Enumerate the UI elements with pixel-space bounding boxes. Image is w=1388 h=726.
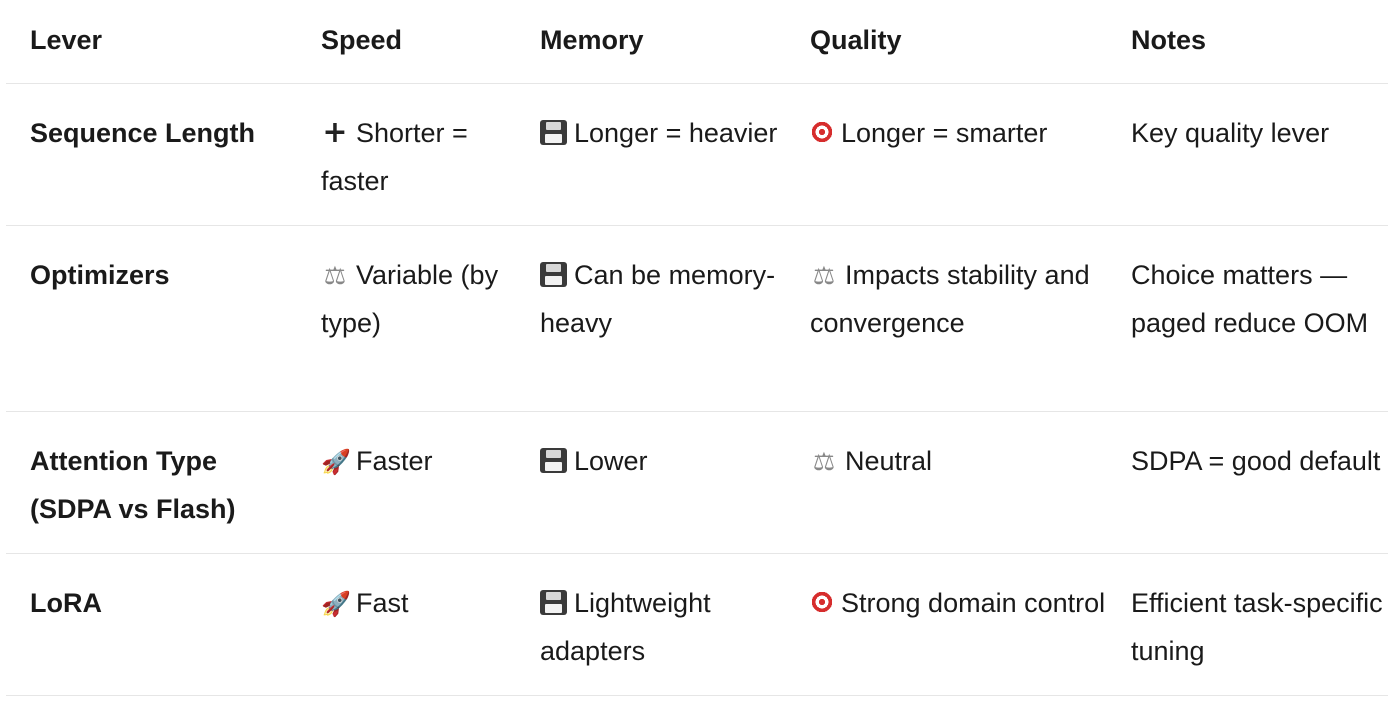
cell-text: Strong domain control (841, 587, 1106, 618)
header-speed: Speed (297, 0, 516, 84)
notes-cell: Key quality lever (1107, 83, 1388, 226)
balance-scale-icon: ⚖ (812, 446, 836, 476)
floppy-disk-icon (540, 447, 567, 473)
notes-cell: Choice matters — paged reduce OOM (1107, 225, 1388, 412)
notes-cell: Efficient task-specific tuning (1107, 553, 1388, 696)
header-row: Lever Speed Memory Quality Notes (6, 0, 1388, 84)
rocket-icon: 🚀 (321, 447, 351, 476)
speed-cell: +Shorter = faster (297, 83, 516, 226)
memory-cell: Longer = heavier (516, 83, 786, 226)
memory-cell: Lower (516, 411, 786, 554)
floppy-disk-icon (540, 261, 567, 287)
lever-cell: Sequence Length (6, 83, 297, 226)
cell-text: Faster (356, 445, 433, 476)
cell-text: Variable (by type) (321, 259, 499, 338)
table-row: Optimizers ⚖Variable (by type) Can be me… (6, 225, 1388, 412)
table-row: Sequence Length +Shorter = faster Longer… (6, 83, 1388, 226)
table-row: Attention Type (SDPA vs Flash) 🚀Faster L… (6, 411, 1388, 554)
lever-cell: LoRA (6, 553, 297, 696)
target-icon (810, 589, 834, 614)
floppy-disk-icon (540, 119, 567, 145)
header-lever: Lever (6, 0, 297, 84)
cell-text: Neutral (845, 445, 933, 476)
plus-icon: + (322, 114, 348, 150)
cell-text: Impacts stability and convergence (810, 259, 1090, 338)
comparison-table: Lever Speed Memory Quality Notes Sequenc… (6, 0, 1388, 696)
table-row: LoRA 🚀Fast Lightweight adapters Strong d… (6, 553, 1388, 696)
balance-scale-icon: ⚖ (812, 260, 836, 290)
header-memory: Memory (516, 0, 786, 84)
floppy-disk-icon (540, 589, 567, 615)
lever-cell: Optimizers (6, 225, 297, 412)
speed-cell: 🚀Fast (297, 553, 516, 696)
cell-text: Shorter = faster (321, 117, 468, 196)
memory-cell: Can be memory-heavy (516, 225, 786, 412)
cell-text: Longer = heavier (574, 117, 778, 148)
quality-cell: Longer = smarter (786, 83, 1107, 226)
memory-cell: Lightweight adapters (516, 553, 786, 696)
header-notes: Notes (1107, 0, 1388, 84)
quality-cell: ⚖ Neutral (786, 411, 1107, 554)
cell-text: Lightweight adapters (540, 587, 711, 666)
cell-text: Can be memory-heavy (540, 259, 776, 338)
quality-cell: ⚖Impacts stability and convergence (786, 225, 1107, 412)
cell-text: Longer = smarter (841, 117, 1048, 148)
target-icon (810, 119, 834, 144)
header-quality: Quality (786, 0, 1107, 84)
speed-cell: ⚖Variable (by type) (297, 225, 516, 412)
balance-scale-icon: ⚖ (323, 260, 347, 290)
cell-text: Fast (356, 587, 409, 618)
quality-cell: Strong domain control (786, 553, 1107, 696)
rocket-icon: 🚀 (321, 589, 351, 618)
notes-cell: SDPA = good default (1107, 411, 1388, 554)
speed-cell: 🚀Faster (297, 411, 516, 554)
lever-cell: Attention Type (SDPA vs Flash) (6, 411, 297, 554)
cell-text: Lower (574, 445, 648, 476)
